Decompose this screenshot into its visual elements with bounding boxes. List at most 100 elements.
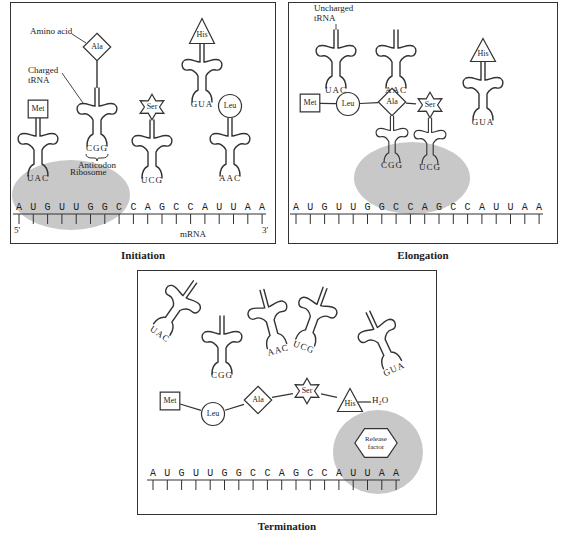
shape-outline <box>338 388 363 411</box>
shape-outline <box>83 33 110 60</box>
peptide-bond <box>225 404 244 410</box>
shape-outline <box>28 100 48 118</box>
peptide-bond <box>321 394 337 397</box>
panel-heading: Elongation <box>289 249 557 261</box>
shape-outline <box>140 94 164 119</box>
amino-acid-label: Met <box>304 99 317 107</box>
amino-acid-square: Met <box>160 392 180 410</box>
mrna-strand <box>290 214 543 219</box>
trna-symbol <box>376 30 416 88</box>
shape-outline <box>295 378 319 403</box>
callout-label: Charged tRNA <box>28 66 66 86</box>
amino-acid-triangle: His <box>470 38 496 62</box>
molecule-label: H₂O <box>372 396 388 406</box>
ribosome-ellipse: Ribosome <box>12 160 130 230</box>
anticodon-label: GUA <box>187 100 217 110</box>
amino-acid-label: Ser <box>147 103 158 111</box>
trna-symbol <box>376 116 408 162</box>
amino-acid-square: Met <box>300 94 320 112</box>
anticodon-label: UCG <box>137 176 167 186</box>
amino-acid-star: Ser <box>416 92 444 118</box>
shape-outline <box>160 392 180 410</box>
trna-stem <box>96 61 97 88</box>
anticodon-label: GUA <box>468 118 498 128</box>
anticodon-label: GUA <box>378 358 409 380</box>
anticodon-label: UCG <box>415 163 445 173</box>
shape-outline <box>190 19 215 44</box>
callout-label: Amino acid <box>30 27 72 37</box>
bond-line <box>358 401 371 402</box>
anticodon-label: CGG <box>82 144 112 154</box>
anticodon-label: UAC <box>321 86 351 96</box>
trna-symbol <box>202 316 242 374</box>
mrna-sequence: AUGUUGGCCAGCCAUUAA <box>16 203 273 213</box>
anticodon-label: CGG <box>377 161 407 171</box>
shape-outline <box>244 386 271 413</box>
trna-symbol <box>77 88 117 146</box>
peptide-bond <box>406 102 416 104</box>
shape-outline <box>300 94 320 112</box>
amino-acid-label: His <box>477 50 488 58</box>
peptide-bond <box>180 404 201 410</box>
shape-outline <box>218 94 241 117</box>
trna-symbol <box>243 285 296 351</box>
amino-acid-label: Ala <box>91 43 103 51</box>
anticodon-label: AAC <box>381 86 411 96</box>
ribosome-fill <box>12 160 130 230</box>
amino-acid-label: Ala <box>252 396 264 404</box>
anticodon-label: UCG <box>288 337 320 357</box>
ribosome-shape <box>333 410 423 494</box>
anticodon-label: AAC <box>215 174 245 184</box>
trna-symbol <box>316 30 356 88</box>
amino-acid-label: Leu <box>224 102 236 110</box>
amino-acid-label: His <box>196 31 207 39</box>
release-factor-hexagon: Release factor <box>354 428 398 458</box>
mrna-strand <box>147 480 400 485</box>
anticodon-label: CGG <box>207 371 237 381</box>
peptide-bond <box>360 102 378 104</box>
shape-outline <box>471 38 496 61</box>
peptide-bond <box>272 394 293 398</box>
shape-outline <box>336 92 359 115</box>
release-factor-label: Release factor <box>360 435 392 451</box>
strand-end-label: 5' <box>14 226 20 236</box>
trna-symbol <box>210 118 250 176</box>
strand-name-label: mRNA <box>180 230 206 240</box>
panel-heading: Termination <box>138 520 436 532</box>
amino-acid-label: Met <box>32 105 45 113</box>
callout-label: Anticodon <box>72 161 122 171</box>
amino-acid-label: Met <box>164 397 177 405</box>
trna-symbol <box>132 120 172 178</box>
anticodon-label: UAC <box>23 174 53 184</box>
trna-symbol <box>463 62 503 120</box>
mrna-sequence: AUGUUGGCCAGCCAUUAA <box>150 469 407 479</box>
panel-heading: Initiation <box>11 249 275 261</box>
amino-acid-star: Ser <box>293 378 321 404</box>
leader-line <box>336 24 337 30</box>
amino-acid-star: Ser <box>138 94 166 120</box>
amino-acid-diamond: Ala <box>83 33 111 61</box>
shape-outline <box>355 429 397 458</box>
peptide-bond <box>320 103 336 105</box>
mrna-sequence: AUGUUGGCCAGCCAUUAA <box>293 203 550 213</box>
shape-outline <box>201 402 224 425</box>
amino-acid-label: Ala <box>386 98 398 106</box>
trna-symbol <box>182 44 222 102</box>
amino-acid-square: Met <box>28 100 48 118</box>
amino-acid-circle: Leu <box>336 92 360 116</box>
amino-acid-circle: Leu <box>201 402 225 426</box>
amino-acid-label: Ser <box>302 387 313 395</box>
amino-acid-label: Leu <box>207 410 219 418</box>
amino-acid-label: Ser <box>425 101 436 109</box>
amino-acid-label: His <box>344 400 355 408</box>
trna-symbol <box>414 118 446 164</box>
leader-line <box>72 34 86 43</box>
leader-line <box>62 73 83 103</box>
anticodon-brace <box>86 154 108 161</box>
amino-acid-triangle: His <box>337 388 363 412</box>
amino-acid-circle: Leu <box>218 94 242 118</box>
amino-acid-triangle: His <box>189 18 215 44</box>
callout-label: Uncharged tRNA <box>314 4 364 24</box>
